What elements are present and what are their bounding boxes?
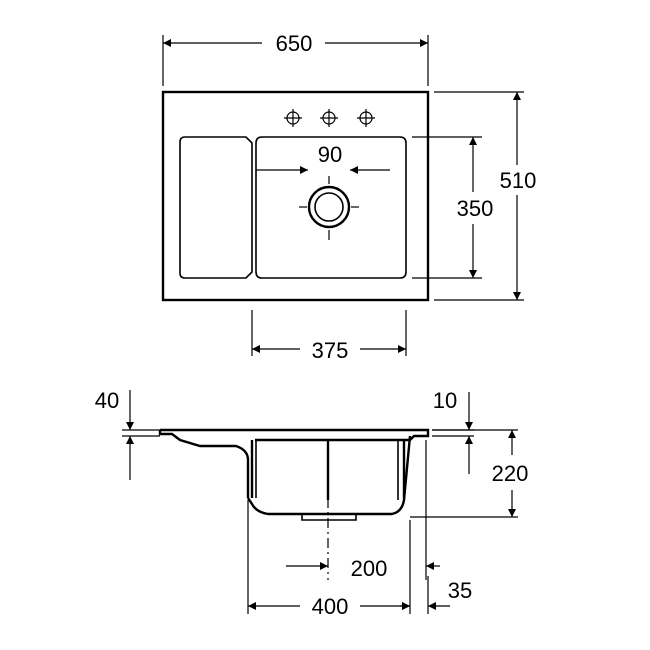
bowl-outline <box>255 136 407 279</box>
dimension-label: 350 <box>457 196 494 221</box>
dimension-label: 650 <box>276 31 313 56</box>
dimension-overall-width: 650 <box>162 31 429 86</box>
sink-outline <box>161 90 430 302</box>
dimension-label: 375 <box>312 338 349 363</box>
bowl-profile <box>247 435 412 516</box>
dimension-edge-offset: 35 <box>400 576 472 614</box>
dimension-label: 40 <box>95 388 119 413</box>
dimension-outlet-offset: 90 <box>256 142 390 174</box>
dimension-rim-top: 10 <box>432 388 474 474</box>
drainer-outline <box>179 136 253 279</box>
dimension-label: 510 <box>500 168 537 193</box>
dimension-label: 200 <box>351 556 388 581</box>
dimension-outlet-position: 200 <box>286 440 440 581</box>
dimension-label: 220 <box>492 461 529 486</box>
dimension-bowl-depth: 350 <box>412 136 494 279</box>
dimension-bowl-height: 220 <box>410 429 529 518</box>
outlet-bottom <box>301 514 357 521</box>
top-view: 650 510 350 90 <box>161 31 537 363</box>
dimension-label: 35 <box>448 578 472 603</box>
tap-hole-icon <box>284 109 302 127</box>
dimension-rim-thickness: 40 <box>95 388 176 480</box>
dimension-label: 400 <box>312 594 349 619</box>
sink-rim-profile <box>158 428 430 498</box>
dimension-bowl-bottom-width: 400 <box>247 500 411 619</box>
side-view: 40 10 220 200 <box>95 388 529 619</box>
tap-hole-icon <box>357 109 375 127</box>
tap-hole-icon <box>320 109 338 127</box>
dimension-bowl-width: 375 <box>251 310 407 363</box>
dimension-label: 10 <box>433 388 457 413</box>
dimension-overall-depth: 510 <box>434 91 537 301</box>
outlet-icon <box>299 176 359 240</box>
dimension-label: 90 <box>318 142 342 167</box>
